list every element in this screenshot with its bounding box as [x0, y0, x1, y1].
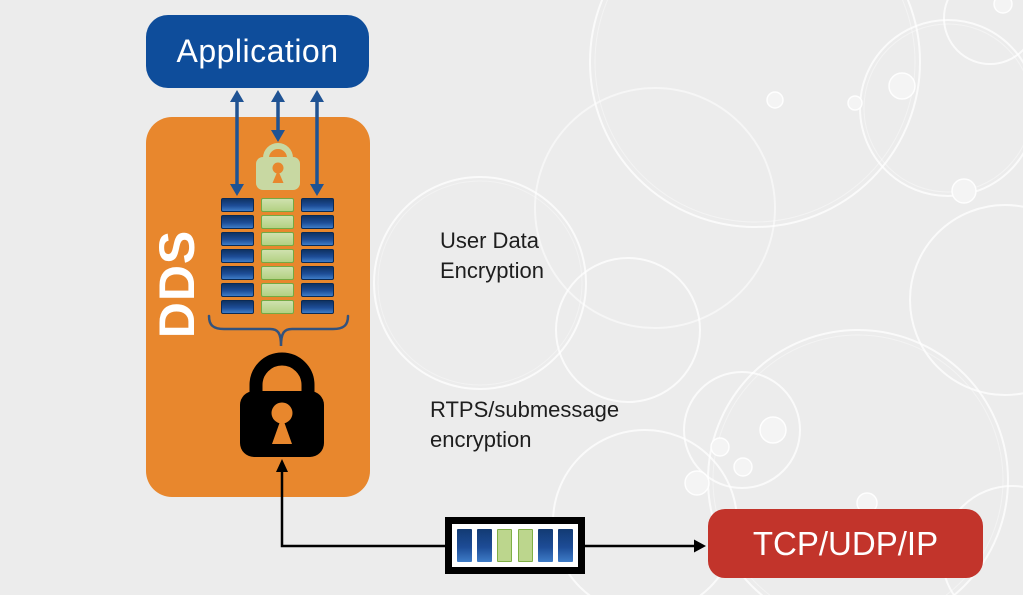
rtps-encryption-label: RTPS/submessage encryption — [430, 397, 620, 452]
packet-bar-green — [497, 529, 513, 562]
user-data-stack — [221, 198, 334, 314]
packet-bar-blue — [477, 529, 493, 562]
dds-label: DDS — [149, 229, 205, 339]
data-block-blue — [221, 232, 254, 246]
application-box: Application — [146, 15, 369, 88]
data-block-green — [261, 232, 294, 246]
stack-column-green — [261, 198, 294, 314]
data-block-blue — [301, 266, 334, 280]
data-block-blue — [221, 266, 254, 280]
packet-bar-blue — [457, 529, 473, 562]
user-data-lock-icon — [256, 143, 300, 190]
data-block-green — [261, 266, 294, 280]
tcp-udp-ip-label: TCP/UDP/IP — [752, 524, 939, 562]
data-block-blue — [221, 283, 254, 297]
data-block-blue — [301, 283, 334, 297]
packet-bar-green — [517, 529, 533, 562]
user-data-encryption-label: User Data Encryption — [440, 228, 544, 283]
data-block-blue — [221, 215, 254, 229]
data-block-blue — [301, 249, 334, 263]
rtps-lock-icon — [240, 352, 324, 457]
data-block-blue — [221, 300, 254, 314]
data-block-blue — [301, 232, 334, 246]
stack-column-blue — [221, 198, 254, 314]
packet-bar-blue — [557, 529, 573, 562]
tcp-udp-ip-box: TCP/UDP/IP — [708, 509, 983, 578]
data-block-green — [261, 283, 294, 297]
packet-bar-blue — [537, 529, 553, 562]
data-block-blue — [221, 249, 254, 263]
application-label: Application — [176, 33, 339, 69]
data-block-blue — [301, 300, 334, 314]
data-block-green — [261, 300, 294, 314]
data-block-green — [261, 215, 294, 229]
data-block-blue — [301, 198, 334, 212]
data-block-green — [261, 249, 294, 263]
data-block-blue — [301, 215, 334, 229]
rtps-packet — [445, 517, 585, 574]
data-block-green — [261, 198, 294, 212]
stack-column-blue — [301, 198, 334, 314]
data-block-blue — [221, 198, 254, 212]
